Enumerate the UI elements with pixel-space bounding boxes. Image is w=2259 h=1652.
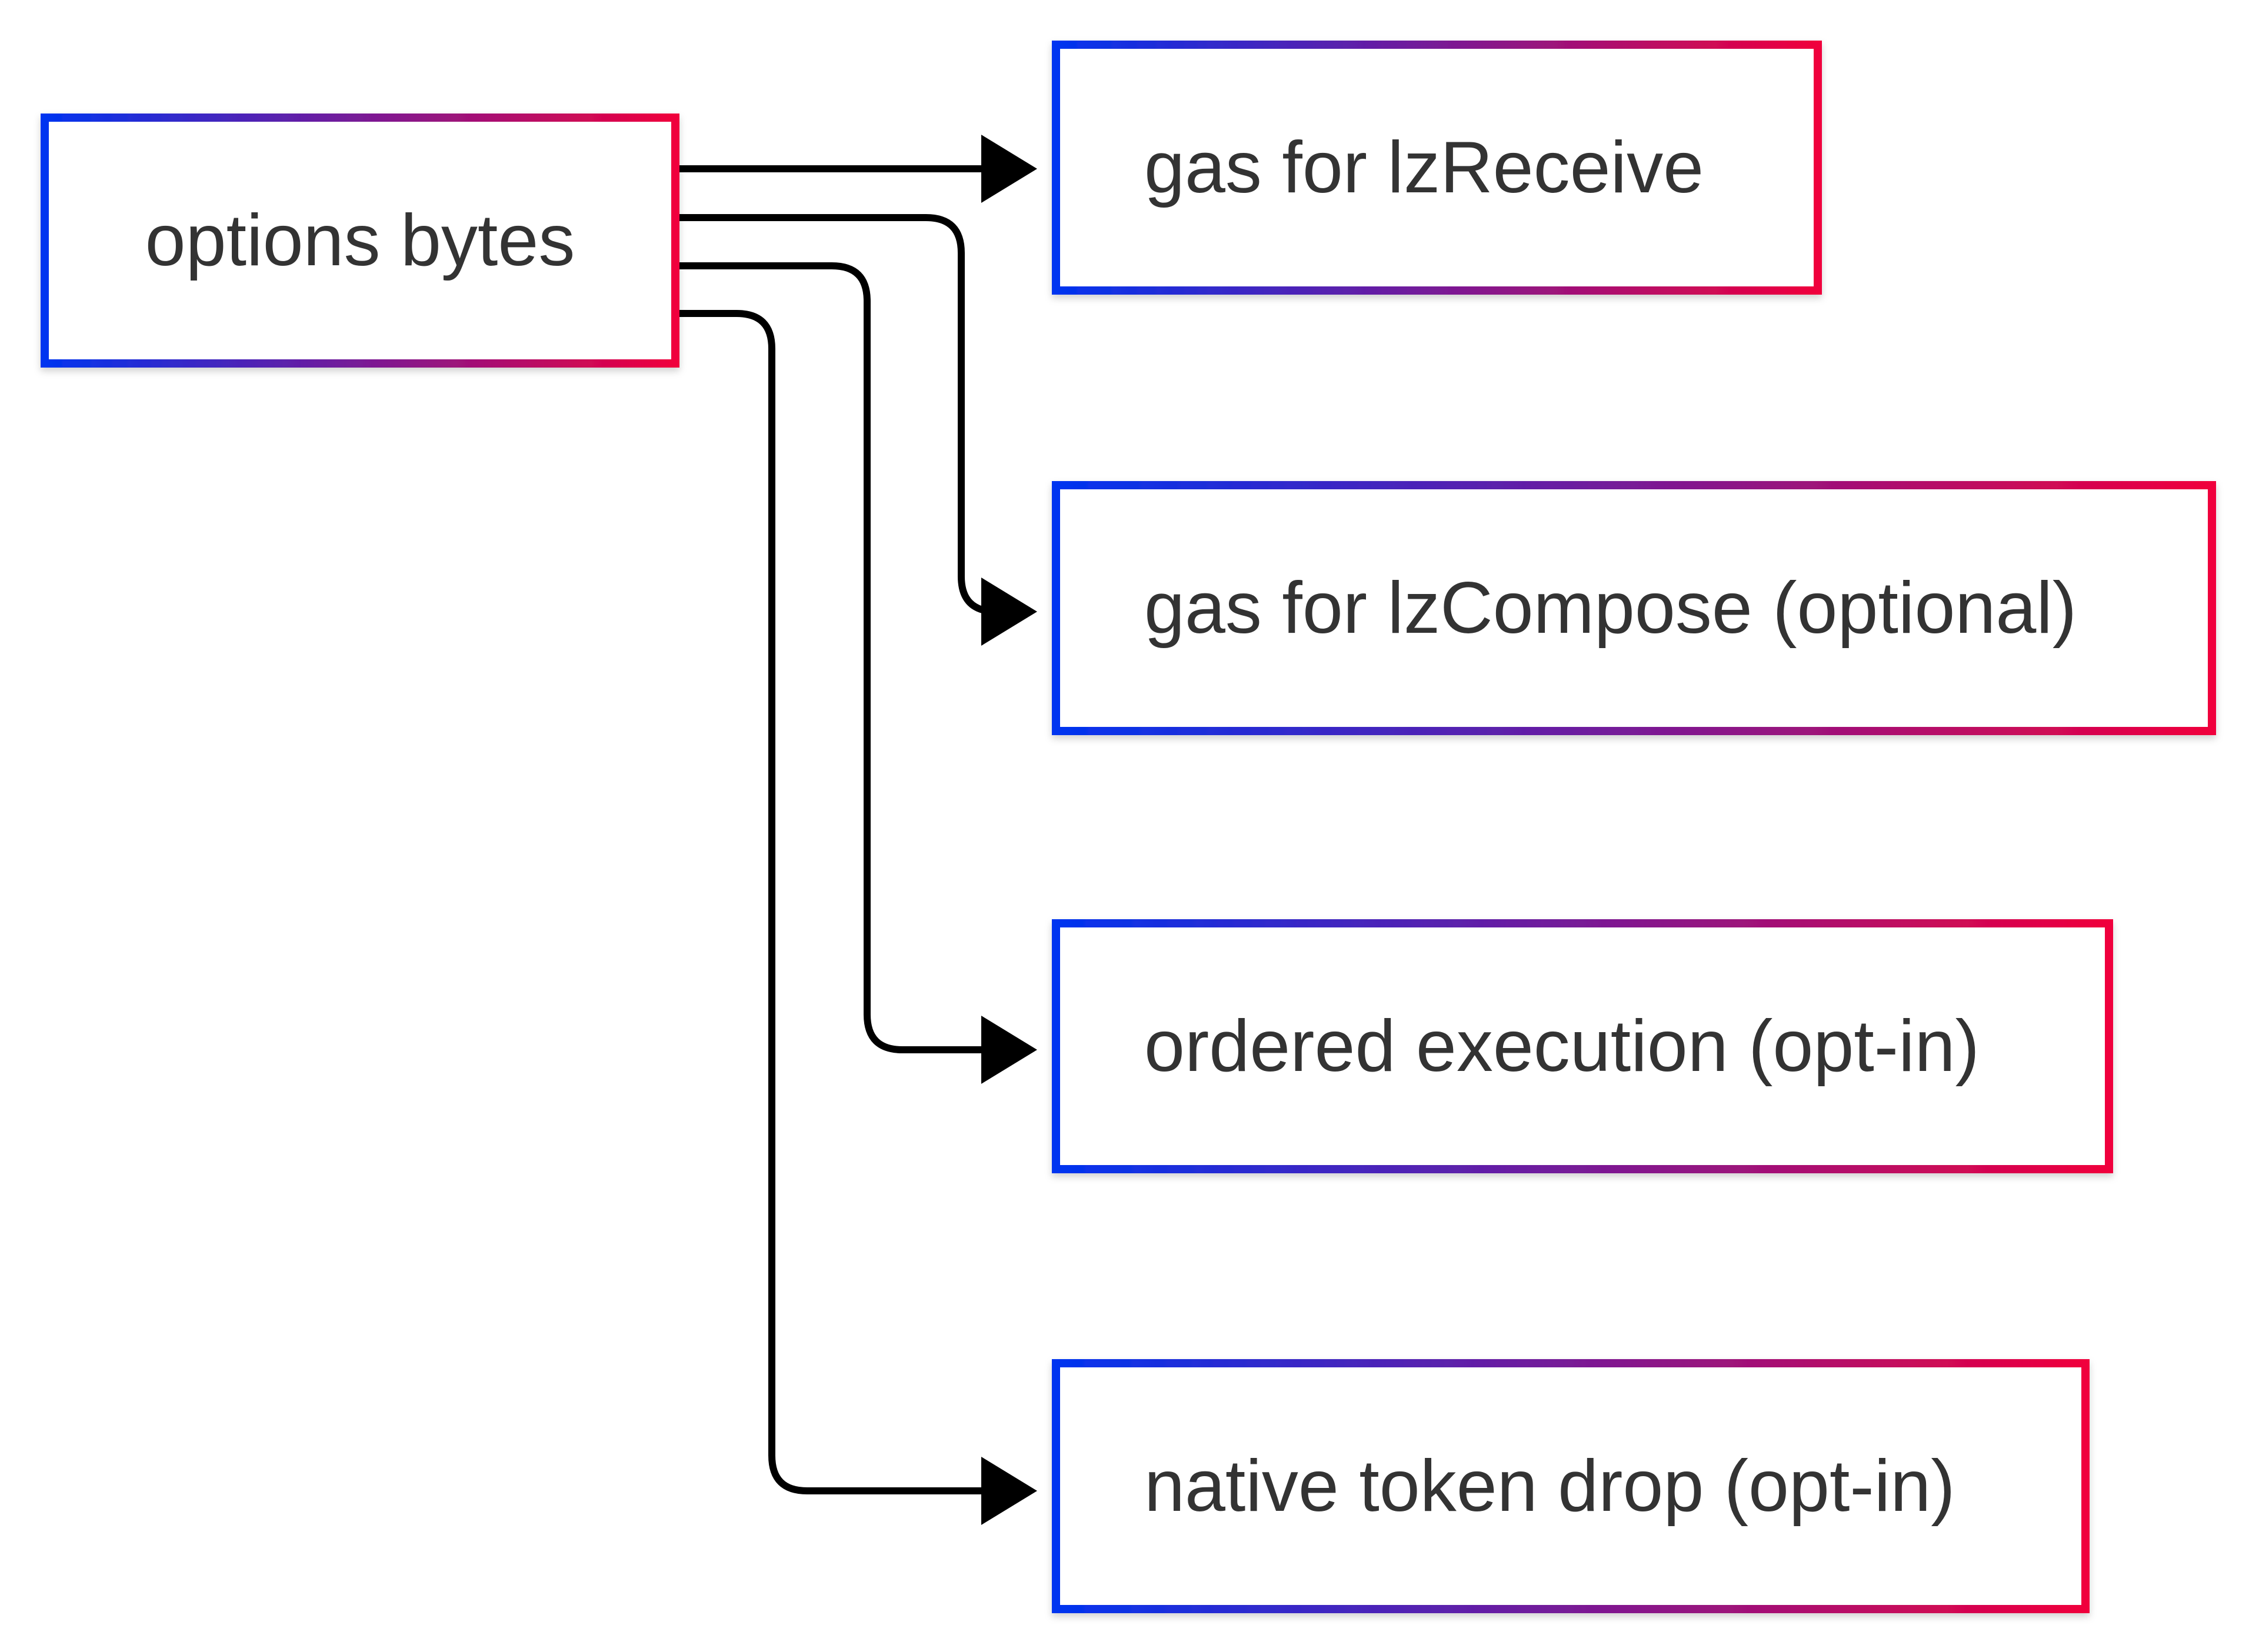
arrowhead-lzreceive — [981, 135, 1037, 203]
node-native-token-drop-label: native token drop (opt-in) — [1144, 1446, 1955, 1527]
edge-to-native-token-drop — [675, 310, 988, 1494]
node-options-bytes: options bytes — [41, 114, 679, 368]
arrowhead-lzcompose — [981, 578, 1037, 646]
node-options-bytes-box — [41, 114, 679, 368]
arrowhead-native-token-drop — [981, 1457, 1037, 1525]
node-gas-lzreceive: gas for lzReceive — [1052, 41, 1822, 295]
node-ordered-execution: ordered execution (opt-in) — [1052, 919, 2113, 1173]
node-gas-lzcompose-box — [1052, 481, 2216, 735]
node-native-token-drop: native token drop (opt-in) — [1052, 1359, 2090, 1613]
node-gas-lzreceive-box — [1052, 41, 1822, 295]
edge-to-lzcompose — [675, 214, 997, 615]
node-gas-lzreceive-label: gas for lzReceive — [1144, 127, 1704, 208]
node-ordered-execution-box — [1052, 919, 2113, 1173]
node-ordered-execution-label: ordered execution (opt-in) — [1144, 1006, 1980, 1087]
node-gas-lzcompose: gas for lzCompose (optional) — [1052, 481, 2216, 735]
node-native-token-drop-box — [1052, 1359, 2090, 1613]
node-options-bytes-label: options bytes — [145, 200, 575, 281]
edges — [675, 135, 1037, 1525]
node-gas-lzcompose-label: gas for lzCompose (optional) — [1144, 568, 2077, 649]
edge-to-ordered-execution — [675, 262, 988, 1053]
arrowhead-ordered-execution — [981, 1016, 1037, 1084]
